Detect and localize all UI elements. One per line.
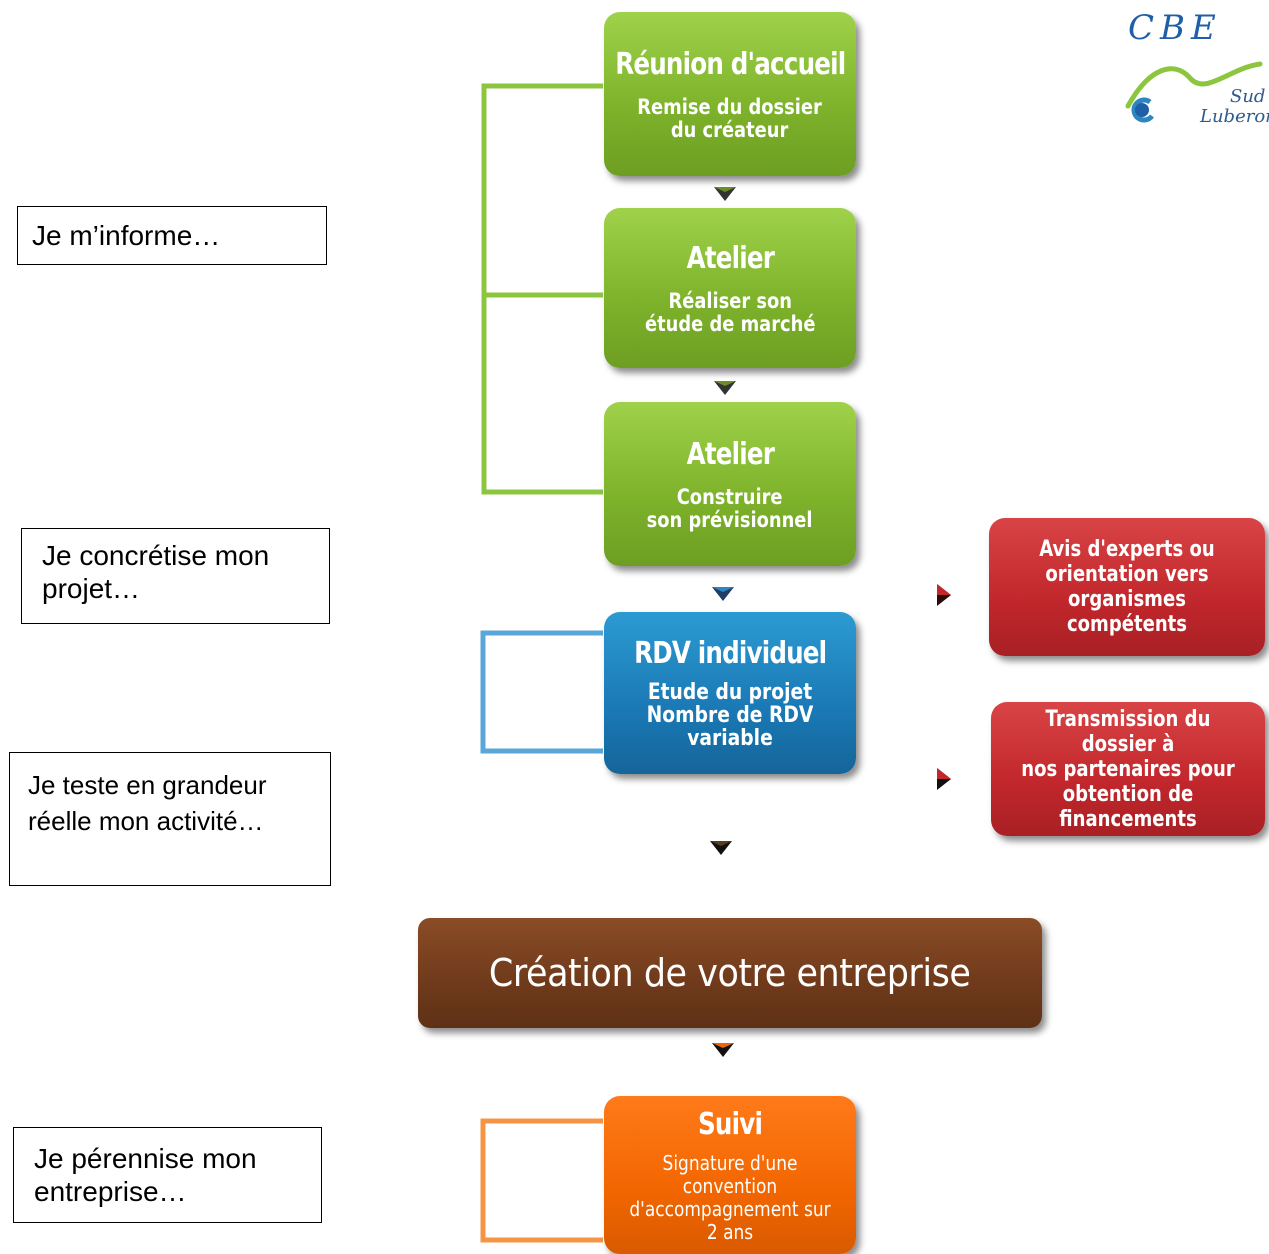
step-title: RDV individuel bbox=[633, 636, 827, 671]
step-subtitle: Réaliser son étude de marché bbox=[644, 288, 816, 336]
label-je-perennise: Je pérennise mon entreprise… bbox=[13, 1127, 322, 1223]
arrow-down-icon bbox=[712, 1043, 734, 1057]
arrow-right-icon bbox=[937, 768, 951, 790]
logo: CBE Sud Luberon bbox=[1120, 6, 1269, 136]
bracket-orange bbox=[480, 1118, 603, 1243]
step-subtitle: Etude du projet Nombre de RDV variable bbox=[646, 680, 814, 751]
step-subtitle: Signature d'une convention d'accompagnem… bbox=[629, 1150, 831, 1244]
step-title: Atelier bbox=[686, 240, 774, 276]
step-subtitle: Remise du dossier du créateur bbox=[637, 94, 823, 142]
arrow-right-icon bbox=[937, 584, 951, 606]
label-text: Je m’informe… bbox=[32, 220, 221, 251]
label-text: Je teste en grandeur réelle mon activité… bbox=[28, 770, 267, 836]
arrow-down-icon bbox=[710, 841, 732, 855]
step-text: Avis d'experts ou orientation vers organ… bbox=[1039, 537, 1215, 637]
logo-swoosh-graphic bbox=[1125, 61, 1263, 123]
step-title: Atelier bbox=[686, 436, 774, 472]
arrow-down-icon bbox=[714, 187, 736, 201]
step-subtitle: Construire son prévisionnel bbox=[647, 484, 813, 532]
label-text: Je concrétise mon projet… bbox=[42, 540, 270, 604]
label-je-teste: Je teste en grandeur réelle mon activité… bbox=[9, 752, 331, 886]
arrow-down-icon bbox=[714, 381, 736, 395]
step-title: Réunion d'accueil bbox=[614, 46, 846, 82]
step-creation-entreprise: Création de votre entreprise bbox=[418, 918, 1042, 1028]
step-reunion-accueil: Réunion d'accueil Remise du dossier du c… bbox=[604, 12, 856, 176]
logo-sud-text: Sud bbox=[1230, 86, 1266, 107]
step-avis-experts: Avis d'experts ou orientation vers organ… bbox=[989, 518, 1265, 656]
logo-cbe-text: CBE bbox=[1128, 8, 1222, 48]
step-atelier-etude: Atelier Réaliser son étude de marché bbox=[604, 208, 856, 368]
label-text: Je pérennise mon entreprise… bbox=[34, 1143, 257, 1207]
label-je-concretise: Je concrétise mon projet… bbox=[21, 528, 330, 624]
step-suivi: Suivi Signature d'une convention d'accom… bbox=[604, 1096, 856, 1254]
step-transmission-dossier: Transmission du dossier à nos partenaire… bbox=[991, 702, 1265, 836]
logo-luberon-text: Luberon bbox=[1200, 106, 1269, 127]
bracket-green bbox=[481, 83, 603, 495]
step-rdv-individuel: RDV individuel Etude du projet Nombre de… bbox=[604, 612, 856, 774]
step-atelier-previsionnel: Atelier Construire son prévisionnel bbox=[604, 402, 856, 566]
label-je-minforme: Je m’informe… bbox=[17, 206, 327, 265]
step-text: Transmission du dossier à nos partenaire… bbox=[1021, 706, 1235, 832]
arrow-down-icon bbox=[712, 587, 734, 601]
bracket-blue bbox=[480, 630, 603, 754]
step-title: Suivi bbox=[697, 1106, 763, 1142]
step-title: Création de votre entreprise bbox=[489, 951, 971, 995]
